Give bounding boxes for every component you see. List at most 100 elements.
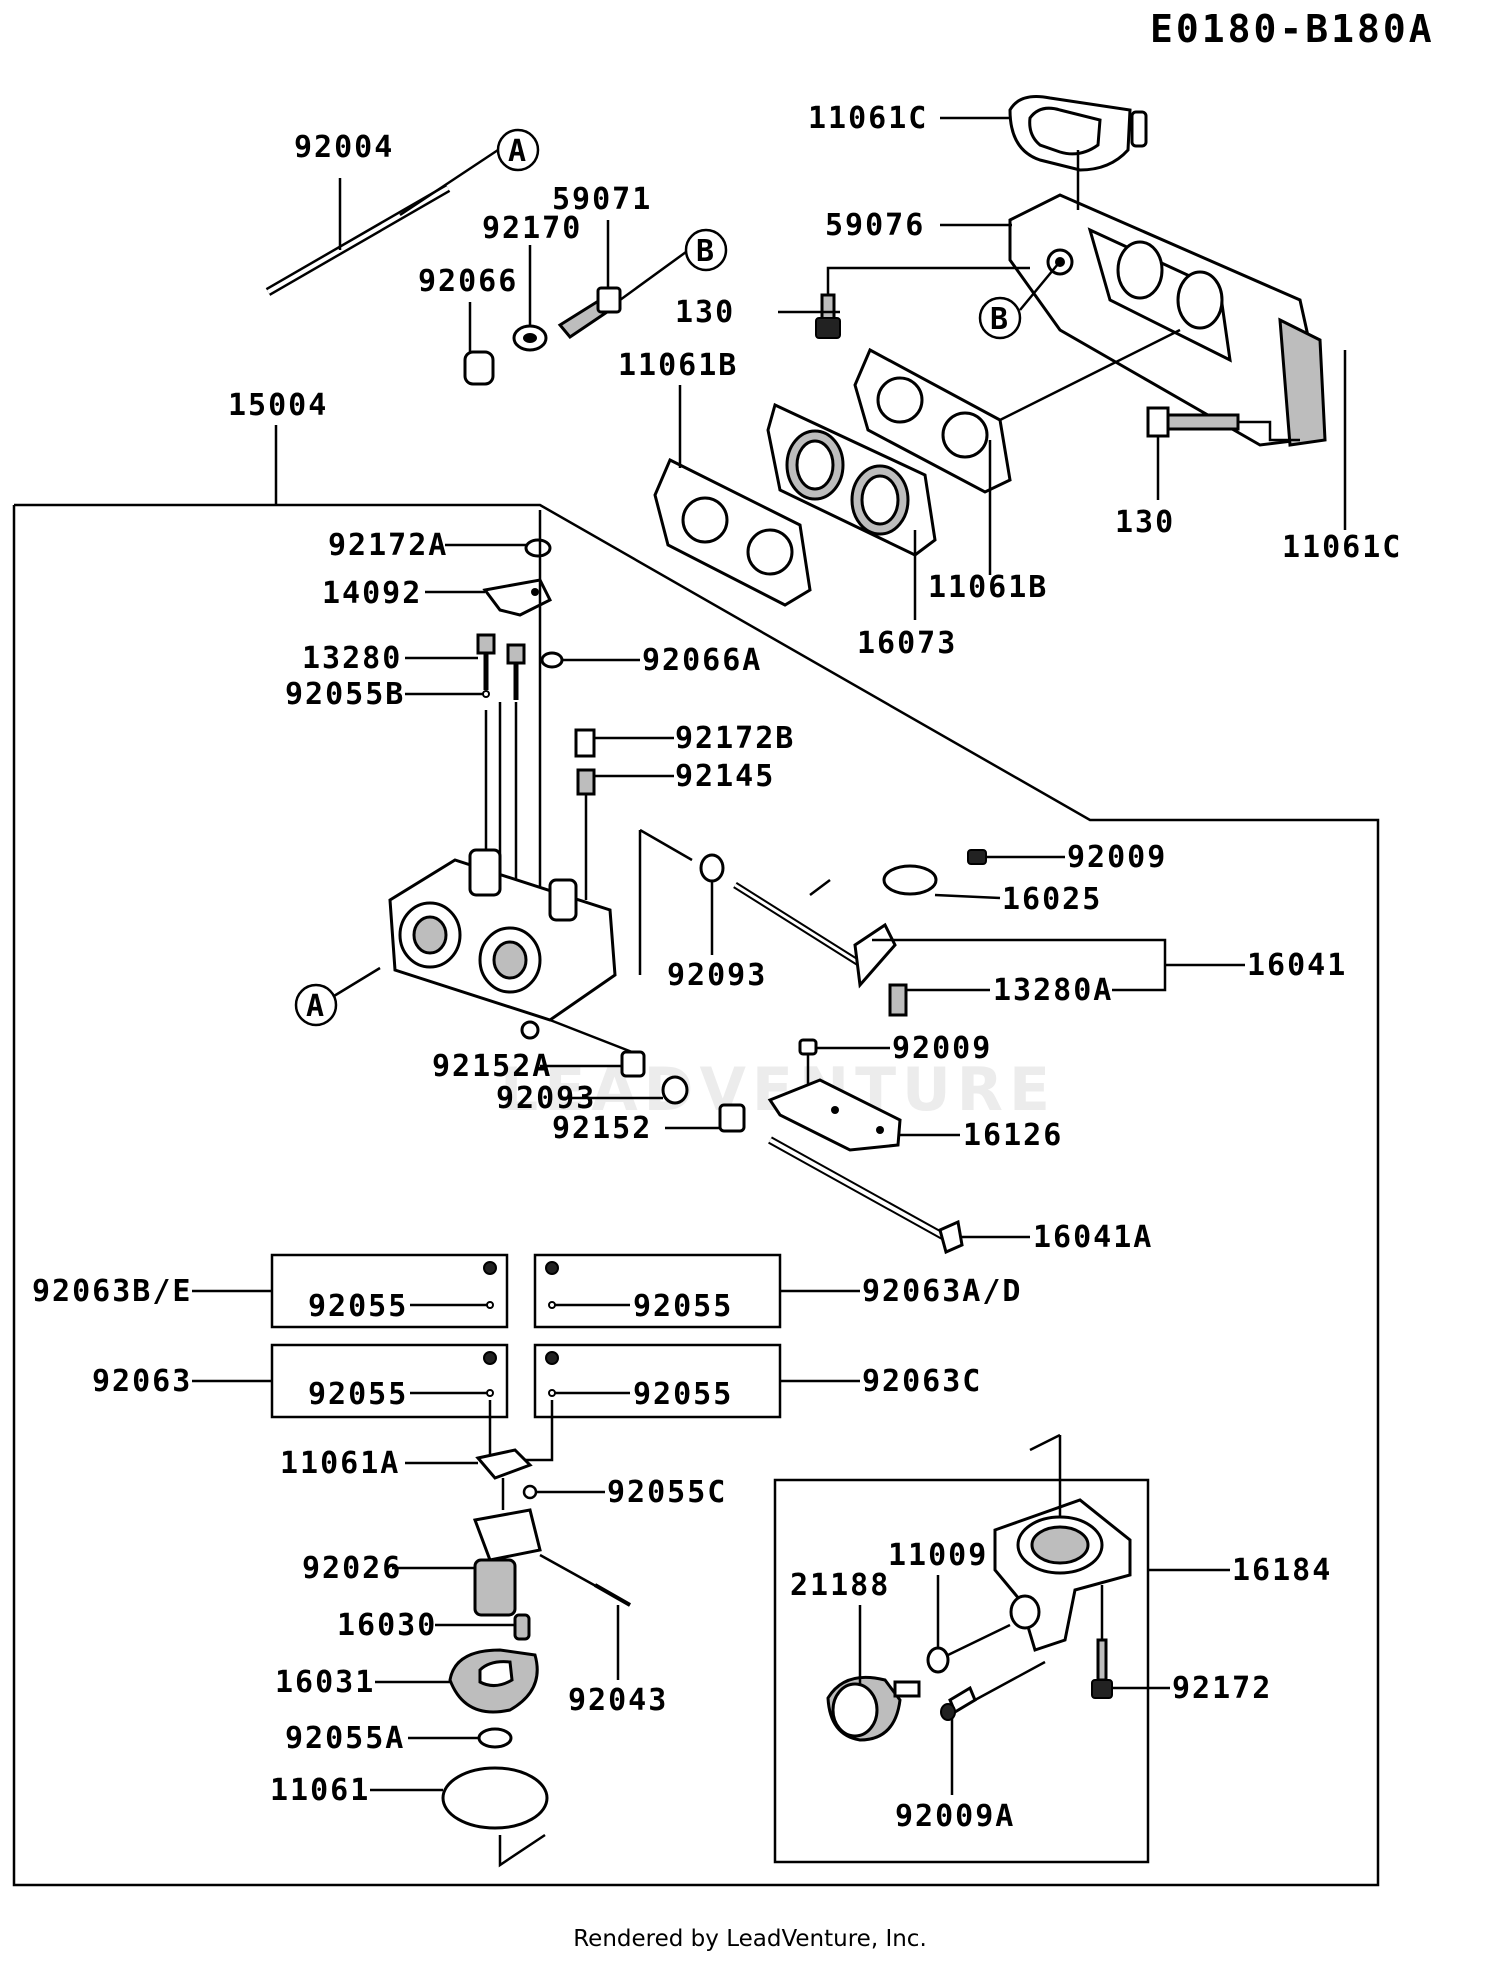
label-92063: 92063 xyxy=(92,1364,192,1399)
callout-a-top: A xyxy=(496,128,540,172)
label-59076: 59076 xyxy=(825,208,925,243)
label-92172A: 92172A xyxy=(328,528,448,563)
oring-92055C xyxy=(522,1484,605,1500)
label-92004: 92004 xyxy=(294,130,394,165)
label-92055A: 92055A xyxy=(285,1721,405,1756)
gasket-11061B-right xyxy=(853,328,1181,575)
label-92055-box1: 92055 xyxy=(308,1289,408,1324)
svg-text:B: B xyxy=(990,302,1010,337)
label-16031: 16031 xyxy=(275,1665,375,1700)
label-16126: 16126 xyxy=(963,1118,1063,1153)
label-92055-box4: 92055 xyxy=(633,1377,733,1412)
bushing-92152A xyxy=(540,1018,646,1078)
gasket-11061 xyxy=(370,1766,549,1868)
label-11061C-top: 11061C xyxy=(808,101,928,136)
svg-text:B: B xyxy=(696,234,716,269)
label-92055B: 92055B xyxy=(285,677,405,712)
oring-92055B xyxy=(405,690,490,870)
bolt-130-top xyxy=(778,266,1030,339)
callout-a-body: A xyxy=(294,966,381,1027)
screw-92172 xyxy=(1091,1585,1170,1699)
label-92043: 92043 xyxy=(568,1683,668,1718)
label-13280: 13280 xyxy=(302,641,402,676)
label-92066A: 92066A xyxy=(642,643,762,678)
screw-92172B xyxy=(574,728,674,758)
washer-11009 xyxy=(926,1575,1011,1674)
label-21188: 21188 xyxy=(790,1568,890,1603)
spacer-16073 xyxy=(766,402,937,620)
label-16184: 16184 xyxy=(1232,1553,1332,1588)
jet-box-92063C xyxy=(510,1343,860,1462)
label-92063AD: 92063A/D xyxy=(862,1274,1023,1309)
diagram-code: E0180-B180A xyxy=(1150,7,1435,51)
label-92063C: 92063C xyxy=(862,1364,982,1399)
gasket-11061C-top xyxy=(940,95,1148,172)
label-92172B: 92172B xyxy=(675,721,795,756)
label-92063BE: 92063B/E xyxy=(32,1274,193,1309)
label-92055C: 92055C xyxy=(607,1475,727,1510)
label-16030: 16030 xyxy=(337,1608,437,1643)
label-92093-low: 92093 xyxy=(496,1081,596,1116)
plate-14092 xyxy=(425,578,553,617)
jet-box-92063 xyxy=(192,1343,509,1455)
label-92172: 92172 xyxy=(1172,1671,1272,1706)
screw-92009-mid xyxy=(798,1038,890,1100)
bushing-92152 xyxy=(665,1103,746,1133)
fitting-59071 xyxy=(557,220,687,340)
carburetor-body xyxy=(388,828,693,1040)
label-92009-top: 92009 xyxy=(1067,840,1167,875)
emulsion-92026 xyxy=(392,1508,631,1617)
float-16031 xyxy=(375,1648,539,1714)
label-15004: 15004 xyxy=(228,388,328,423)
seal-92066A xyxy=(540,651,640,669)
gasket-11061B-left xyxy=(653,385,812,607)
label-16041A: 16041A xyxy=(1033,1220,1153,1255)
label-92066: 92066 xyxy=(418,264,518,299)
screw-92009A xyxy=(940,1660,1046,1795)
plate-16126 xyxy=(767,1078,960,1152)
oring-92055A xyxy=(408,1727,513,1749)
shaft-16041A xyxy=(768,1136,1030,1255)
needle-16030 xyxy=(435,1613,531,1641)
label-130-right: 130 xyxy=(1115,505,1175,540)
link-13280A xyxy=(888,983,990,1017)
label-16025: 16025 xyxy=(1002,882,1102,917)
stud-92004 xyxy=(265,148,499,296)
label-11061C-right: 11061C xyxy=(1282,530,1402,565)
svg-text:A: A xyxy=(306,989,326,1024)
label-92170: 92170 xyxy=(482,211,582,246)
label-13280A: 13280A xyxy=(993,973,1113,1008)
label-11061B-right: 11061B xyxy=(928,570,1048,605)
clamp-92170 xyxy=(512,245,548,352)
jets-13280 xyxy=(405,510,542,900)
label-92055-box3: 92055 xyxy=(308,1377,408,1412)
cap-92066 xyxy=(463,302,495,386)
label-92152: 92152 xyxy=(552,1111,652,1146)
label-92152A: 92152A xyxy=(432,1049,552,1084)
label-92093-mid: 92093 xyxy=(667,958,767,993)
label-92009A: 92009A xyxy=(895,1799,1015,1834)
washer-92093-mid xyxy=(699,853,725,955)
label-16041: 16041 xyxy=(1247,948,1347,983)
footer-credit: Rendered by LeadVenture, Inc. xyxy=(573,1926,927,1952)
label-130-top: 130 xyxy=(675,295,735,330)
label-14092: 14092 xyxy=(322,576,422,611)
label-11061: 11061 xyxy=(270,1773,370,1808)
label-11061B-left: 11061B xyxy=(618,348,738,383)
gasket-11061A xyxy=(405,1448,533,1510)
bolt-130-right xyxy=(1146,406,1300,500)
callout-b-top: B xyxy=(684,228,728,272)
svg-text:A: A xyxy=(508,134,528,169)
label-16073: 16073 xyxy=(857,626,957,661)
callout-b-right: B xyxy=(978,263,1059,340)
actuator-21188 xyxy=(826,1605,921,1742)
plate-16025 xyxy=(882,864,1001,900)
screw-92172A xyxy=(445,538,552,558)
pin-92043 xyxy=(594,1583,631,1680)
bracket-16041 xyxy=(872,938,1245,992)
label-92055-box2: 92055 xyxy=(633,1289,733,1324)
jet-box-92063AD xyxy=(533,1253,860,1329)
label-59071: 59071 xyxy=(552,182,652,217)
spring-92145 xyxy=(576,768,674,900)
jet-box-92063BE xyxy=(192,1253,509,1329)
